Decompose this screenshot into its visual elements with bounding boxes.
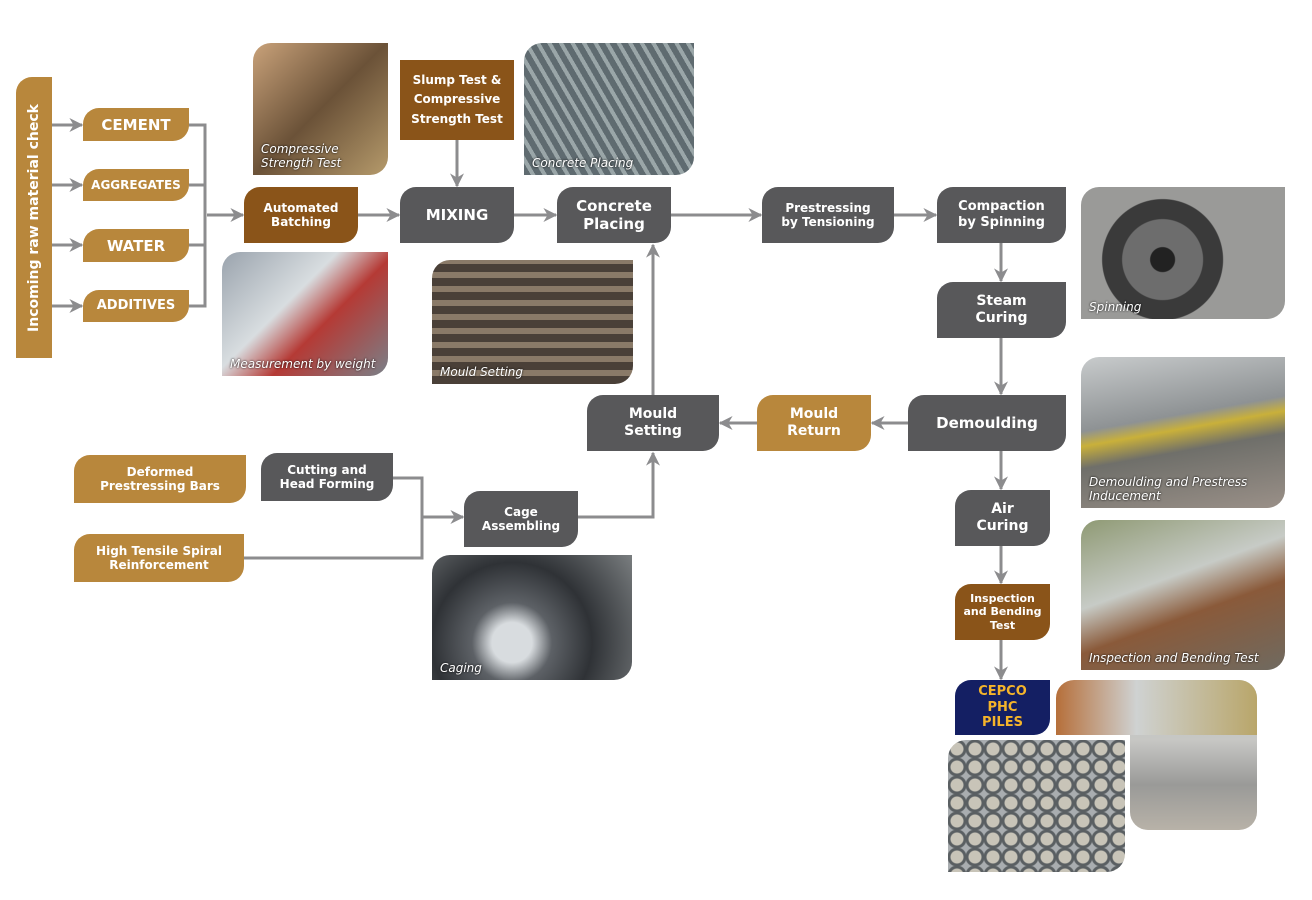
step-demoulding: Demoulding <box>908 395 1066 451</box>
photo-caption: Concrete Placing <box>532 156 634 171</box>
material-additives: ADDITIVES <box>83 290 189 322</box>
raw-material-check-label: Incoming raw material check <box>26 103 42 332</box>
photo-caption: Measurement by weight <box>230 357 376 372</box>
step-automated-batching: Automated Batching <box>244 187 358 243</box>
material-cement: CEMENT <box>83 108 189 141</box>
photo-caging: Caging <box>432 555 632 680</box>
photo-measurement: Measurement by weight <box>222 252 388 376</box>
photo-compressive-test: Compressive Strength Test <box>253 43 388 175</box>
photo-piles-top <box>1056 680 1257 735</box>
photo-piles-front <box>948 740 1125 872</box>
photo-caption: Spinning <box>1089 300 1142 315</box>
photo-spinning: Spinning <box>1081 187 1285 319</box>
photo-caption: Caging <box>440 661 482 676</box>
step-prestressing: Prestressing by Tensioning <box>762 187 894 243</box>
photo-caption: Mould Setting <box>440 365 524 380</box>
step-inspection: Inspection and Bending Test <box>955 584 1050 640</box>
photo-concrete-placing: Concrete Placing <box>524 43 694 175</box>
input-spiral-reinforcement: High Tensile Spiral Reinforcement <box>74 534 244 582</box>
step-mould-setting: Mould Setting <box>587 395 719 451</box>
photo-inspection: Inspection and Bending Test <box>1081 520 1285 670</box>
photo-caption: Inspection and Bending Test <box>1089 651 1259 666</box>
photo-demoulding: Demoulding and Prestress Inducement <box>1081 357 1285 508</box>
step-concrete-placing: Concrete Placing <box>557 187 671 243</box>
photo-mould-setting: Mould Setting <box>432 260 633 384</box>
photo-caption: Compressive Strength Test <box>261 142 342 171</box>
final-product: CEPCO PHC PILES <box>955 680 1050 735</box>
step-steam-curing: Steam Curing <box>937 282 1066 338</box>
photo-caption: Demoulding and Prestress Inducement <box>1089 475 1248 504</box>
material-water: WATER <box>83 229 189 262</box>
step-mould-return: Mould Return <box>757 395 871 451</box>
step-air-curing: Air Curing <box>955 490 1050 546</box>
input-deformed-bars: Deformed Prestressing Bars <box>74 455 246 503</box>
step-slump-test: Slump Test & Compressive Strength Test <box>400 60 514 140</box>
raw-material-check-bar: Incoming raw material check <box>16 77 52 358</box>
step-cage-assembling: Cage Assembling <box>464 491 578 547</box>
material-aggregates: AGGREGATES <box>83 169 189 201</box>
step-compaction: Compaction by Spinning <box>937 187 1066 243</box>
step-cutting-head-forming: Cutting and Head Forming <box>261 453 393 501</box>
step-mixing: MIXING <box>400 187 514 243</box>
